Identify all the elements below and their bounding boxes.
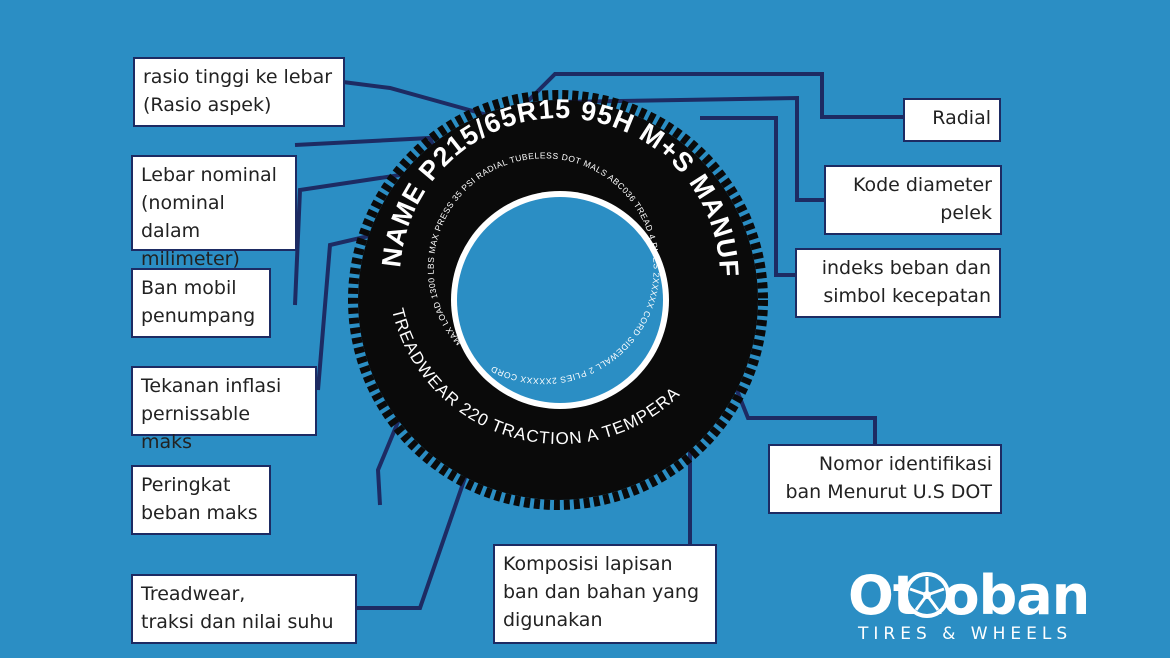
brand-name: Ottoban [848, 564, 1090, 627]
label-dot-id: Nomor identifikasi ban Menurut U.S DOT [768, 444, 1002, 514]
label-max-load: Peringkat beban maks [131, 465, 271, 535]
tire-tread-outline [348, 90, 768, 510]
leader-rim [557, 95, 826, 202]
label-aspect-ratio: rasio tinggi ke lebar (Rasio aspek) [133, 57, 345, 127]
brand-tagline: TIRES & WHEELS [858, 624, 1073, 644]
leader-index [700, 116, 797, 277]
brand-logo: Ottoban TIRES & WHEELS [848, 566, 1138, 650]
leader-passenger [293, 170, 421, 306]
label-treadwear: Treadwear, traksi dan nilai suhu [131, 574, 357, 644]
wheel-icon [904, 572, 950, 618]
label-load-index: indeks beban dan simbol kecepatan [795, 248, 1001, 318]
leader-radial [520, 72, 905, 119]
label-ply-composition: Komposisi lapisan ban dan bahan yang dig… [493, 544, 717, 644]
leader-treadwear [355, 439, 480, 610]
label-passenger-car: Ban mobil penumpang [131, 268, 271, 338]
label-rim-diameter: Kode diameter pelek [824, 165, 1002, 235]
label-radial: Radial [903, 98, 1001, 142]
leader-aspect [342, 80, 499, 120]
label-max-pressure: Tekanan inflasi pernissable maks [131, 366, 317, 453]
rim-hole [457, 197, 663, 403]
label-nominal-width: Lebar nominal (nominal dalam milimeter) [131, 155, 297, 270]
